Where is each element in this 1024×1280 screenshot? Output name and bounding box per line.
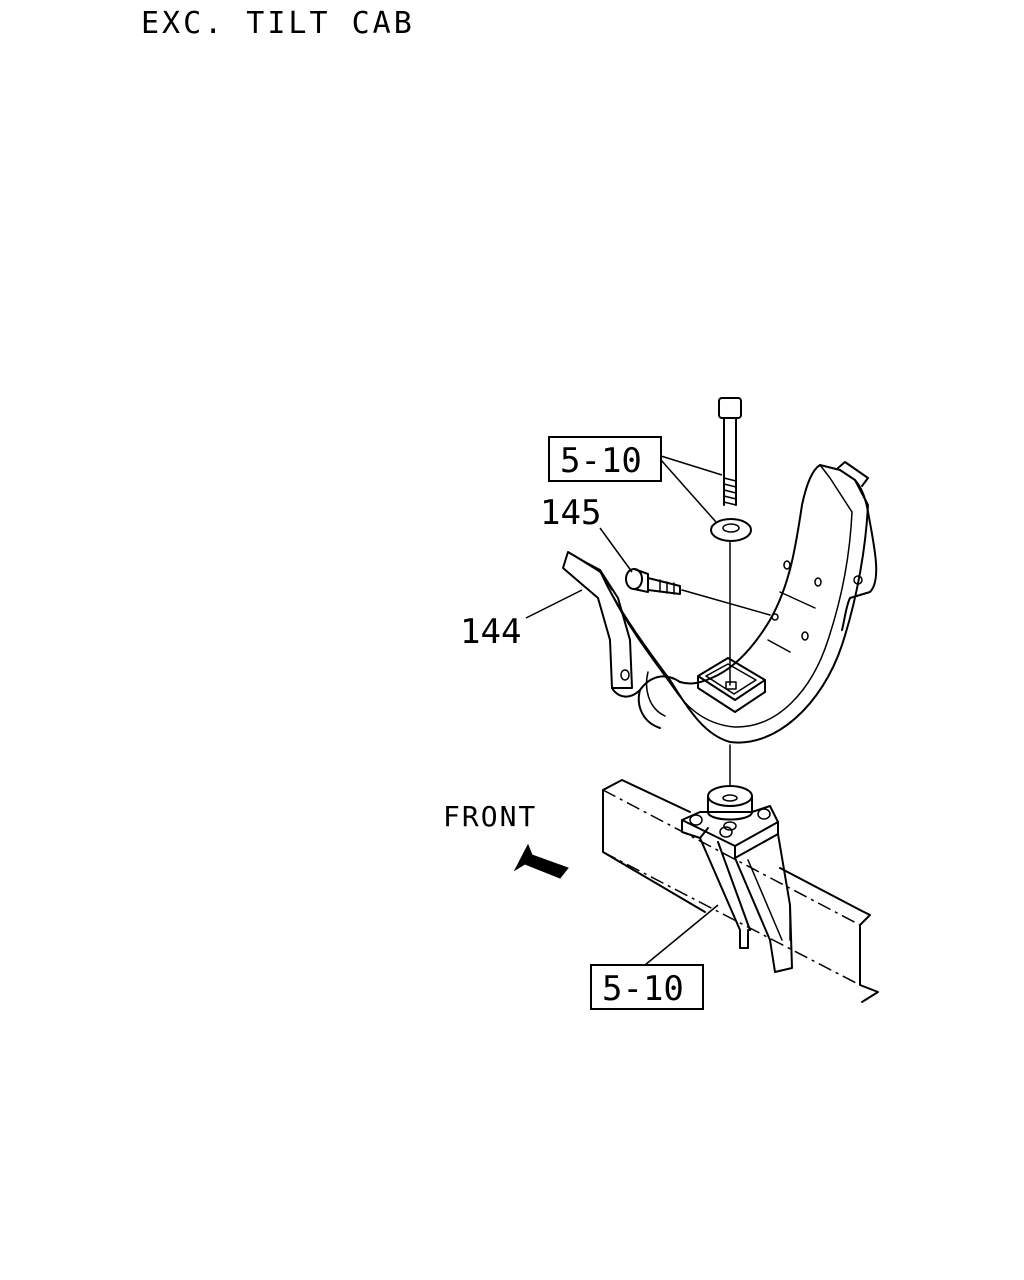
washer bbox=[710, 518, 752, 542]
leader-to-washer bbox=[660, 459, 717, 523]
leader-145 bbox=[599, 527, 633, 573]
front-label: FRONT bbox=[443, 800, 537, 833]
part-145-label: 145 bbox=[540, 493, 601, 533]
leader-to-bolt bbox=[660, 455, 723, 476]
rubber-insulator bbox=[707, 785, 753, 821]
leader-to-frame-bracket bbox=[644, 904, 719, 966]
part-144-label: 144 bbox=[460, 612, 521, 652]
cab-mount-bracket bbox=[562, 461, 878, 744]
callout-ref-upper: 5-10 bbox=[548, 436, 723, 523]
mounting-bolt bbox=[718, 397, 742, 506]
ref-upper-text: 5-10 bbox=[560, 441, 642, 481]
ref-lower-text: 5-10 bbox=[602, 969, 684, 1009]
page-title: EXC. TILT CAB bbox=[141, 6, 415, 41]
arrow-left-down-icon bbox=[513, 843, 569, 879]
frame-bracket bbox=[681, 805, 793, 973]
chassis-frame-rail bbox=[602, 779, 879, 1003]
callout-ref-lower: 5-10 bbox=[590, 904, 719, 1010]
small-bolt bbox=[625, 568, 771, 616]
leader-144 bbox=[525, 589, 583, 619]
